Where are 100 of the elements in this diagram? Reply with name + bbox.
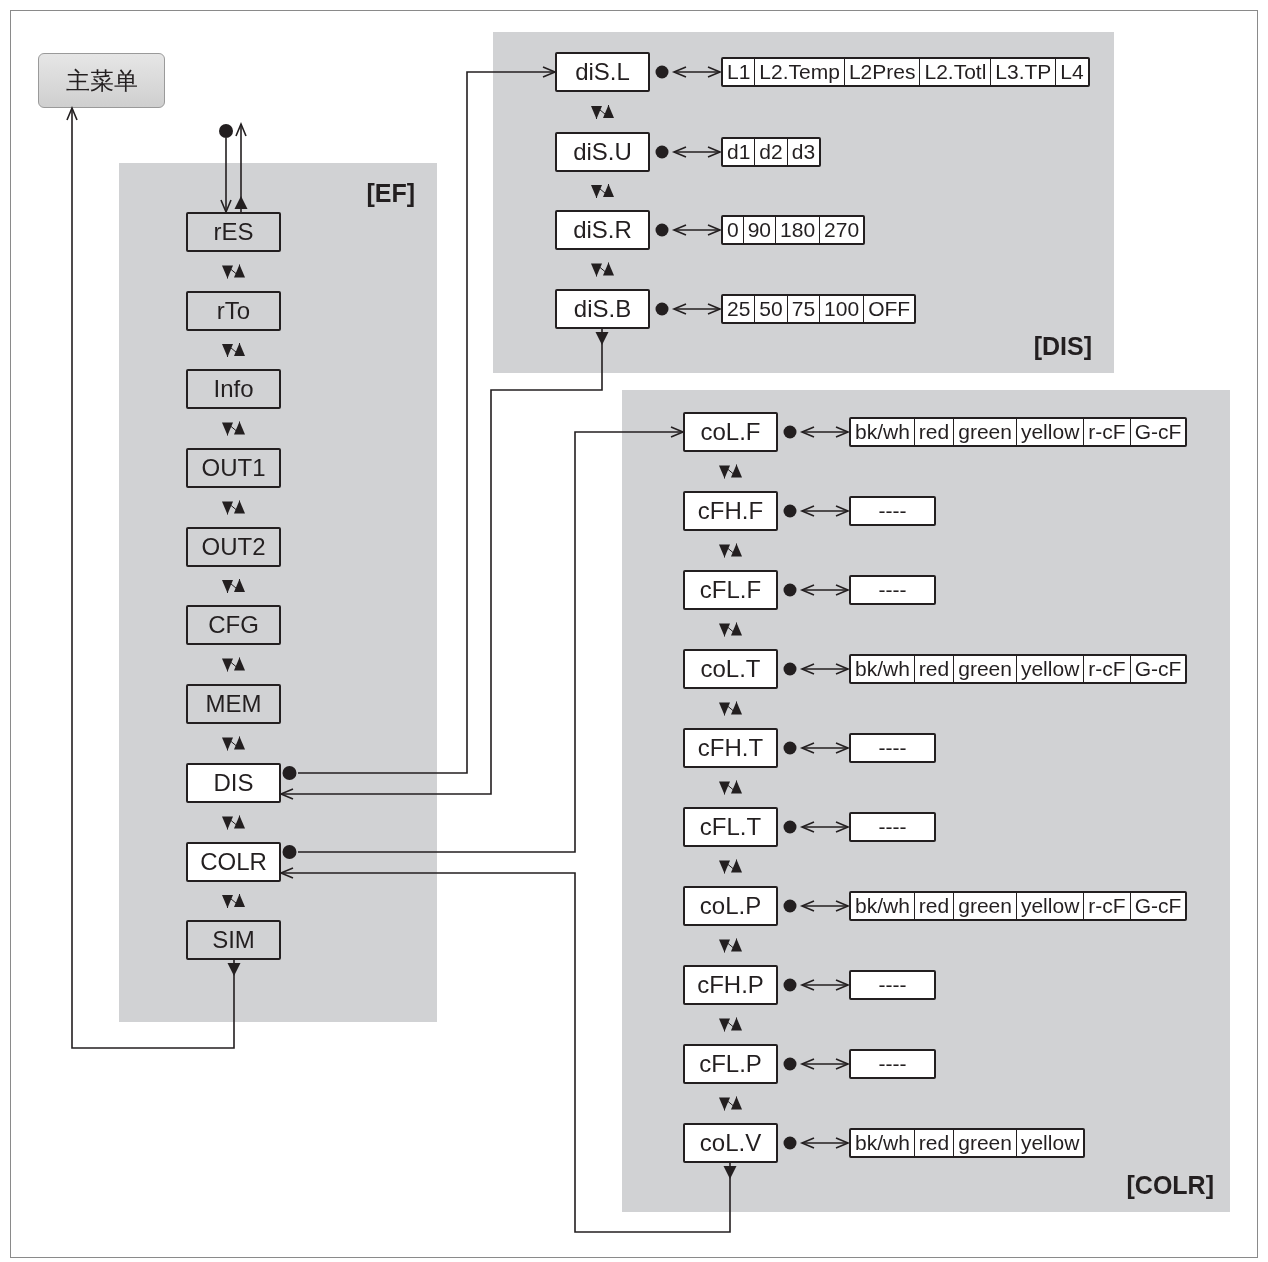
parameter-box: COLR bbox=[186, 842, 281, 882]
option-strip bbox=[849, 496, 936, 526]
connector-arrow bbox=[219, 123, 233, 213]
nav-arrows bbox=[222, 657, 245, 672]
option-cell: L3.TP bbox=[990, 59, 1056, 85]
option-cell: yellow bbox=[1015, 656, 1084, 682]
option-arrow bbox=[801, 979, 849, 991]
parameter-box: diS.B bbox=[555, 289, 650, 329]
option-cell-text: ---- bbox=[877, 498, 908, 524]
option-strip bbox=[849, 733, 936, 763]
option-strip bbox=[849, 891, 1188, 921]
nav-arrows bbox=[719, 1017, 742, 1032]
parameter-box: DIS bbox=[186, 763, 281, 803]
parameter-box: SIM bbox=[186, 920, 281, 960]
option-cell-text: ---- bbox=[877, 1051, 908, 1077]
option-strip bbox=[849, 1128, 1086, 1158]
nav-arrows bbox=[719, 464, 742, 479]
option-cell: red bbox=[913, 1130, 954, 1156]
option-cell: L4 bbox=[1055, 59, 1088, 85]
panel-label: [DIS] bbox=[1033, 332, 1092, 361]
menu-panel bbox=[622, 390, 1230, 1212]
option-cell-text: L1 bbox=[726, 59, 752, 85]
option-strip bbox=[849, 654, 1188, 684]
parameter-box: diS.L bbox=[555, 52, 650, 92]
option-cell: green bbox=[953, 893, 1016, 919]
option-arrow bbox=[801, 663, 849, 675]
option-cell: 75 bbox=[786, 296, 820, 322]
connector-arrow bbox=[280, 867, 731, 1233]
option-arrow bbox=[801, 900, 849, 912]
option-strip bbox=[721, 57, 1090, 87]
option-cell-text: bk/wh bbox=[854, 893, 911, 919]
parameter-box: cFL.T bbox=[683, 807, 778, 847]
option-strip bbox=[849, 812, 936, 842]
nav-arrows bbox=[719, 622, 742, 637]
option-arrow bbox=[801, 426, 849, 438]
option-strip bbox=[721, 137, 822, 167]
option-cell-text: bk/wh bbox=[854, 656, 911, 682]
nav-arrows bbox=[591, 104, 614, 120]
nav-arrows bbox=[719, 780, 742, 795]
connector-arrow bbox=[280, 66, 556, 780]
option-cell: r-cF bbox=[1083, 419, 1130, 445]
option-cell: L2.Totl bbox=[919, 59, 991, 85]
option-cell: G-cF bbox=[1129, 656, 1186, 682]
option-arrow bbox=[801, 742, 849, 754]
option-cell: r-cF bbox=[1083, 893, 1130, 919]
parameter-box: cFH.T bbox=[683, 728, 778, 768]
menu-panel bbox=[119, 163, 437, 1022]
option-cell: red bbox=[913, 893, 954, 919]
option-cell: L2Pres bbox=[843, 59, 920, 85]
option-cell-text: d1 bbox=[726, 139, 752, 165]
option-strip bbox=[721, 215, 866, 245]
parameter-box: coL.P bbox=[683, 886, 778, 926]
parameter-box: rTo bbox=[186, 291, 281, 331]
option-cell: G-cF bbox=[1129, 893, 1186, 919]
connector-arrow bbox=[280, 328, 603, 800]
option-cell: yellow bbox=[1015, 1130, 1084, 1156]
parameter-box: CFG bbox=[186, 605, 281, 645]
option-cell-text: ---- bbox=[877, 814, 908, 840]
parameter-box: Info bbox=[186, 369, 281, 409]
connector-arrow bbox=[280, 426, 684, 859]
nav-arrows bbox=[222, 500, 245, 515]
option-cell: 180 bbox=[775, 217, 820, 243]
option-arrow bbox=[801, 584, 849, 596]
option-strip bbox=[849, 417, 1188, 447]
option-cell: d3 bbox=[786, 139, 820, 165]
nav-arrows bbox=[591, 183, 614, 199]
option-cell-text: bk/wh bbox=[854, 1130, 911, 1156]
nav-arrows bbox=[222, 264, 245, 279]
connector-arrow bbox=[66, 107, 235, 1049]
option-cell: red bbox=[913, 656, 954, 682]
connector-arrow bbox=[235, 123, 247, 213]
option-strip bbox=[849, 970, 936, 1000]
parameter-box: cFL.F bbox=[683, 570, 778, 610]
nav-arrows bbox=[222, 342, 245, 358]
option-cell: 270 bbox=[819, 217, 864, 243]
parameter-box: diS.U bbox=[555, 132, 650, 172]
nav-arrows bbox=[222, 421, 245, 436]
option-arrow bbox=[673, 146, 721, 158]
nav-arrows bbox=[719, 859, 742, 874]
nav-arrows bbox=[719, 543, 742, 558]
parameter-box: OUT1 bbox=[186, 448, 281, 488]
nav-arrows bbox=[222, 893, 245, 909]
option-arrow bbox=[673, 303, 721, 315]
parameter-box: coL.T bbox=[683, 649, 778, 689]
option-cell: 90 bbox=[742, 217, 776, 243]
option-cell-text: ---- bbox=[877, 735, 908, 761]
parameter-box: cFH.F bbox=[683, 491, 778, 531]
option-arrow bbox=[673, 66, 721, 78]
option-cell: d2 bbox=[754, 139, 787, 165]
nav-arrows bbox=[222, 736, 245, 751]
option-arrow bbox=[801, 1137, 849, 1149]
option-cell: OFF bbox=[863, 296, 915, 322]
nav-arrows bbox=[719, 938, 742, 953]
parameter-box: coL.V bbox=[683, 1123, 778, 1163]
option-cell-text: 25 bbox=[726, 296, 752, 322]
option-cell: 100 bbox=[819, 296, 864, 322]
option-cell-text: bk/wh bbox=[854, 419, 911, 445]
parameter-box: coL.F bbox=[683, 412, 778, 452]
option-cell: green bbox=[953, 419, 1016, 445]
option-cell-text: 0 bbox=[726, 217, 740, 243]
